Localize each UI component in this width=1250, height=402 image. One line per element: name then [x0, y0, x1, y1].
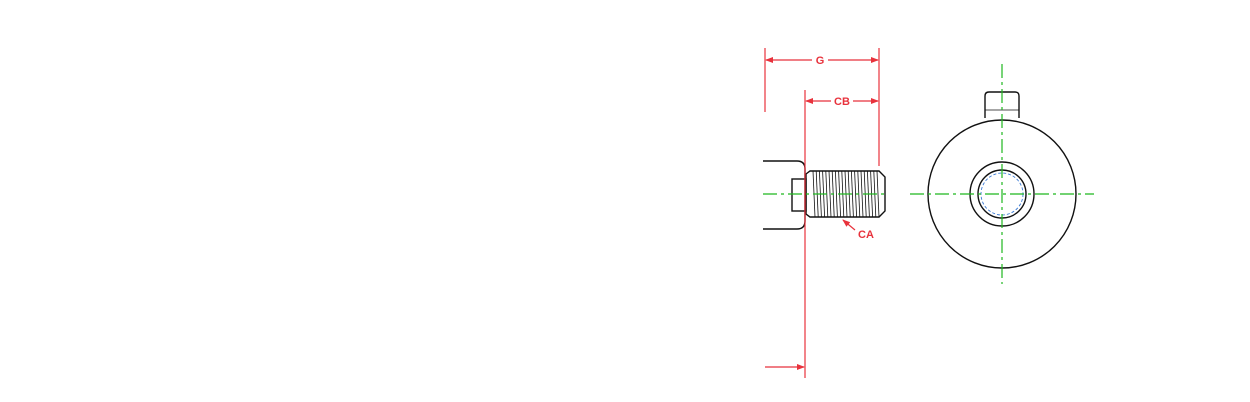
nut-step [791, 178, 807, 212]
ca-label: CA [858, 229, 874, 241]
end-view [910, 64, 1094, 284]
dimension-g: G [764, 48, 880, 166]
thread-line [860, 170, 864, 218]
thread-line [851, 170, 854, 218]
threaded-shaft [805, 170, 886, 218]
thread-line [854, 170, 857, 218]
thread-line [876, 170, 880, 218]
dimension-ca: CA [842, 219, 874, 241]
body-block [763, 160, 806, 230]
thread-line [828, 170, 832, 218]
cb-label: CB [834, 96, 850, 108]
dimension-cb: CB [804, 90, 879, 378]
g-label: G [816, 55, 825, 67]
ca-leader [842, 219, 856, 231]
thread-line [835, 170, 838, 218]
side-view [763, 160, 886, 230]
